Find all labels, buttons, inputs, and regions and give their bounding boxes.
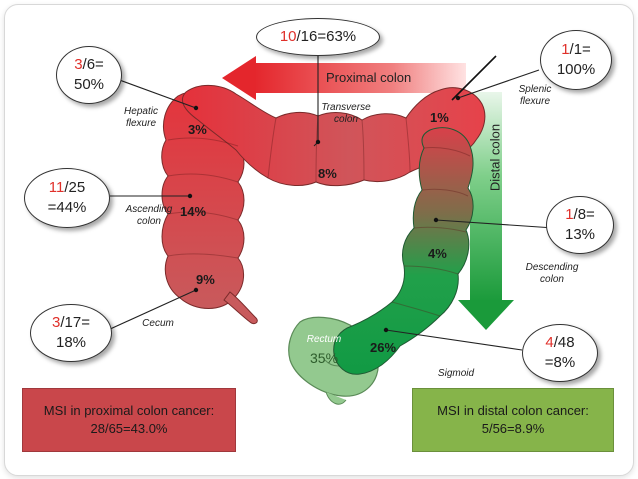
transverse-msi-rest: /16=63% (296, 28, 357, 45)
hepatic-label-line1: Hepatic (124, 106, 158, 117)
descending-colon-msi-bubble: 1/8= 13% (546, 196, 614, 254)
descending-label-line2: colon (540, 274, 564, 285)
descending-colon-label: Descending colon (520, 262, 584, 286)
descending-msi-rest: /8= (573, 206, 595, 223)
transverse-label-line2: colon (334, 114, 358, 125)
splenic-label-line1: Splenic (518, 84, 552, 95)
transverse-colon-msi-bubble: 10/16=63% (256, 18, 380, 56)
splenic-msi-rest: /1= (569, 41, 591, 58)
ascending-colon-msi-bubble: 11/25 =44% (24, 168, 110, 228)
distal-msi-summary-box: MSI in distal colon cancer: 5/56=8.9% (412, 388, 614, 452)
descending-msi-count: 1 (565, 206, 574, 223)
cecum-msi-rate: 18% (55, 334, 87, 351)
proximal-colon-label: Proximal colon (326, 70, 412, 85)
descending-colon-percentage: 4% (428, 246, 447, 261)
distal-colon-label: Distal colon (487, 123, 503, 192)
proximal-summary-line2: 28/65=43.0% (90, 421, 168, 436)
ascending-colon-percentage: 14% (180, 204, 207, 219)
splenic-msi-rate: 100% (556, 61, 596, 78)
connector-lines (107, 48, 555, 351)
transverse-label-line1: Transverse (321, 102, 371, 113)
cecum-label: Cecum (142, 318, 174, 329)
hepatic-msi-count: 3 (74, 56, 83, 73)
splenic-flexure-percentage: 1% (430, 110, 449, 125)
ascending-label-line1: Ascending (125, 204, 173, 215)
descending-colon-shape (333, 127, 474, 375)
cecum-msi-count: 3 (52, 314, 61, 331)
hepatic-flexure-msi-bubble: 3/6= 50% (56, 46, 122, 104)
sigmoid-msi-rest: /48 (553, 334, 575, 351)
splenic-msi-count: 1 (561, 41, 570, 58)
anus-label: Anus (299, 392, 323, 403)
ascending-msi-count: 11 (48, 179, 65, 196)
hepatic-msi-rate: 50% (73, 76, 105, 93)
ascending-msi-rest: /25 (64, 179, 86, 196)
splenic-label-line2: flexure (519, 96, 550, 107)
transverse-colon-percentage: 8% (318, 166, 337, 181)
sigmoid-msi-rate: =8% (544, 354, 576, 371)
splenic-flexure-msi-bubble: 1/1= 100% (540, 30, 612, 90)
sigmoid-msi-count: 4 (545, 334, 554, 351)
cecum-msi-bubble: 3/17= 18% (30, 304, 112, 362)
transverse-msi-count: 10 (279, 28, 297, 45)
cecum-percentage: 9% (196, 272, 215, 287)
ascending-colon-label: Ascending colon (124, 204, 174, 228)
rectum-label: Rectum (306, 334, 342, 345)
transverse-colon-label: Transverse colon (316, 102, 376, 126)
transverse-colon-shape (182, 85, 486, 187)
splenic-flexure-label: Splenic flexure (510, 84, 560, 108)
hepatic-label-line2: flexure (125, 118, 156, 129)
distal-summary-line2: 5/56=8.9% (481, 421, 545, 436)
proximal-msi-summary-box: MSI in proximal colon cancer: 28/65=43.0… (22, 388, 236, 452)
sigmoid-percentage: 26% (370, 340, 397, 355)
hepatic-flexure-percentage: 3% (188, 122, 207, 137)
haustra-lines (167, 115, 471, 317)
sigmoid-label: Sigmoid (437, 368, 475, 379)
hepatic-msi-rest: /6= (82, 56, 104, 73)
splenic-pointer-line (451, 55, 497, 101)
descending-msi-rate: 13% (564, 226, 596, 243)
rectum-percentage: 35% (310, 350, 339, 366)
descending-label-line1: Descending (525, 262, 579, 273)
proximal-colon-arrow (222, 56, 466, 100)
ascending-msi-rate: =44% (47, 199, 87, 216)
sigmoid-msi-bubble: 4/48 =8% (522, 324, 598, 382)
hepatic-flexure-label: Hepatic flexure (116, 106, 166, 130)
distal-summary-line1: MSI in distal colon cancer: (437, 403, 589, 418)
cecum-msi-rest: /17= (60, 314, 90, 331)
connector-dots (187, 95, 461, 333)
ascending-label-line2: colon (137, 216, 161, 227)
proximal-summary-line1: MSI in proximal colon cancer: (43, 403, 215, 418)
